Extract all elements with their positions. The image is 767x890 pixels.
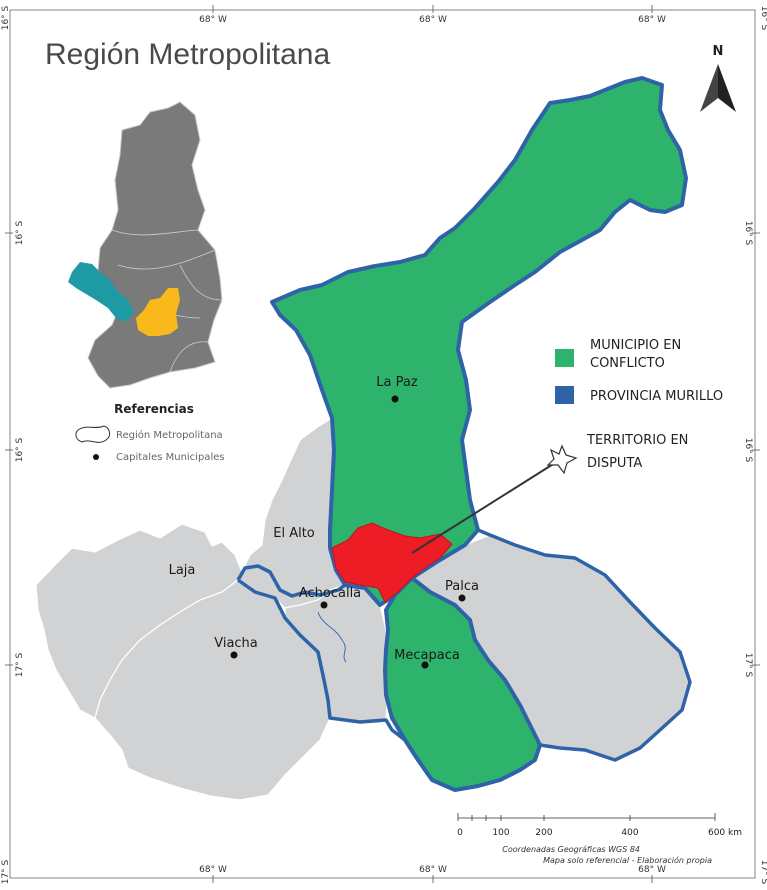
- inset-area-teal: [68, 262, 134, 322]
- scale-label-400: 400: [621, 828, 638, 838]
- footer-credit: Mapa solo referencial - Elaboración prop…: [543, 855, 712, 865]
- coord-bottom-2: 68° W: [419, 865, 447, 875]
- capital-marker-viacha: [230, 651, 238, 659]
- coord-right-1: 16° S: [743, 221, 753, 246]
- scale-label-600: 600 km: [708, 828, 742, 838]
- coord-right-3: 17° S: [743, 653, 753, 678]
- city-label-laja: Laja: [169, 563, 196, 578]
- coord-corner-bl: 17° S: [1, 859, 11, 884]
- map-title: Región Metropolitana: [45, 38, 330, 71]
- city-label-mecapaca: Mecapaca: [394, 648, 460, 663]
- scale-label-200: 200: [535, 828, 552, 838]
- provincia-murillo-outline-west: [236, 564, 347, 598]
- legend-swatch-murillo: [555, 386, 574, 404]
- coord-bottom-1: 68° W: [199, 865, 227, 875]
- footer-coordinates: Coordenadas Geográficas WGS 84: [502, 845, 640, 854]
- region-outline-icon: [75, 425, 111, 443]
- legend-label-disputa-line1: TERRITORIO EN: [586, 433, 688, 448]
- legend-label-murillo: PROVINCIA MURILLO: [590, 389, 723, 404]
- municipality-la-paz: [270, 76, 688, 607]
- references-title: Referencias: [114, 402, 194, 416]
- territorio-en-disputa: [331, 522, 453, 603]
- provincia-murillo-outline: [236, 528, 692, 792]
- inset-map: [68, 101, 223, 389]
- legend-label-disputa-line2: DISPUTA: [587, 456, 642, 471]
- north-label: N: [713, 44, 724, 59]
- coord-top-3: 68° W: [638, 15, 666, 25]
- inset-area-yellow: [136, 288, 180, 336]
- inset-internal-borders: [111, 229, 223, 373]
- capital-marker-la-paz: [391, 395, 399, 403]
- coordinate-ticks: [5, 5, 760, 883]
- legend-label-conflicto-line2: CONFLICTO: [590, 356, 665, 371]
- capital-marker-achocalla: [320, 601, 328, 609]
- capital-marker-palca: [458, 594, 466, 602]
- references-capitals-label: Capitales Municipales: [116, 452, 225, 463]
- coord-left-1: 16° S: [15, 220, 25, 245]
- city-label-la-paz: La Paz: [376, 375, 418, 390]
- coord-corner-br: 17° S: [759, 860, 767, 885]
- coord-top-2: 68° W: [419, 15, 447, 25]
- river: [317, 611, 347, 663]
- dispute-star-icon: [546, 444, 578, 475]
- city-label-palca: Palca: [445, 579, 479, 594]
- coord-top-1: 68° W: [199, 15, 227, 25]
- dispute-leader-line: [411, 460, 559, 554]
- legend-label-conflicto-line1: MUNICIPIO EN: [590, 338, 681, 353]
- inset-region-gray: [87, 101, 223, 389]
- coord-bottom-3: 68° W: [638, 865, 666, 875]
- city-label-viacha: Viacha: [214, 636, 258, 651]
- scale-bar: [457, 813, 716, 821]
- city-label-achocalla: Achocalla: [299, 586, 361, 601]
- north-arrow-icon: [700, 64, 736, 112]
- capital-dot-icon: [93, 454, 99, 460]
- scale-label-100: 100: [492, 828, 509, 838]
- coord-right-2: 16° S: [743, 438, 753, 463]
- coord-corner-tl: 16° S: [1, 5, 11, 30]
- coord-corner-tr: 16° S: [759, 6, 767, 31]
- city-label-el-alto: El Alto: [273, 526, 315, 541]
- references-region-label: Región Metropolitana: [116, 429, 223, 441]
- scale-label-0: 0: [457, 828, 463, 838]
- coord-left-3: 17° S: [15, 652, 25, 677]
- coord-left-2: 16° S: [15, 437, 25, 462]
- map-frame: [9, 9, 756, 879]
- legend-swatch-conflicto: [555, 349, 574, 367]
- capital-marker-mecapaca: [421, 661, 429, 669]
